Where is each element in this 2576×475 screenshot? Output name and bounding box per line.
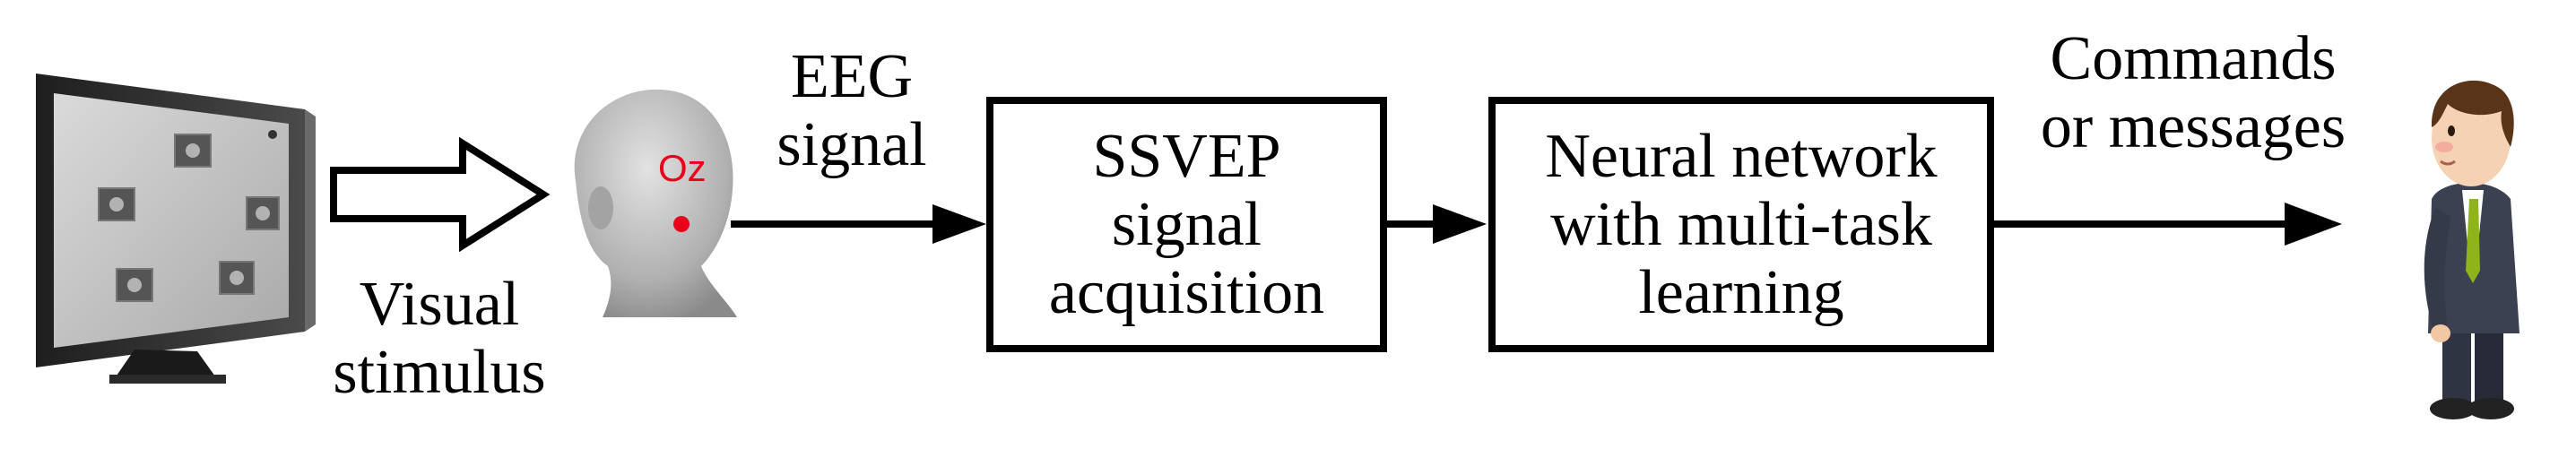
output-label: Commands or messages xyxy=(2040,24,2346,161)
hollow-arrow-icon xyxy=(330,136,551,253)
eeg-signal-label: EEG signal xyxy=(776,42,927,179)
person-icon xyxy=(2424,80,2520,419)
head-with-electrode-image: Oz xyxy=(574,89,737,317)
visual-stimulus-label: Visual stimulus xyxy=(333,270,546,407)
electrode-label: Oz xyxy=(658,147,707,189)
ssvep-acquisition-box: SSVEP signal acquisition xyxy=(986,97,1387,352)
electrode-dot xyxy=(673,216,690,232)
neural-network-box: Neural network with multi-task learning xyxy=(1488,97,1994,352)
monitor-stimulus-image xyxy=(36,73,316,384)
stimulus-target-icons xyxy=(98,134,280,302)
